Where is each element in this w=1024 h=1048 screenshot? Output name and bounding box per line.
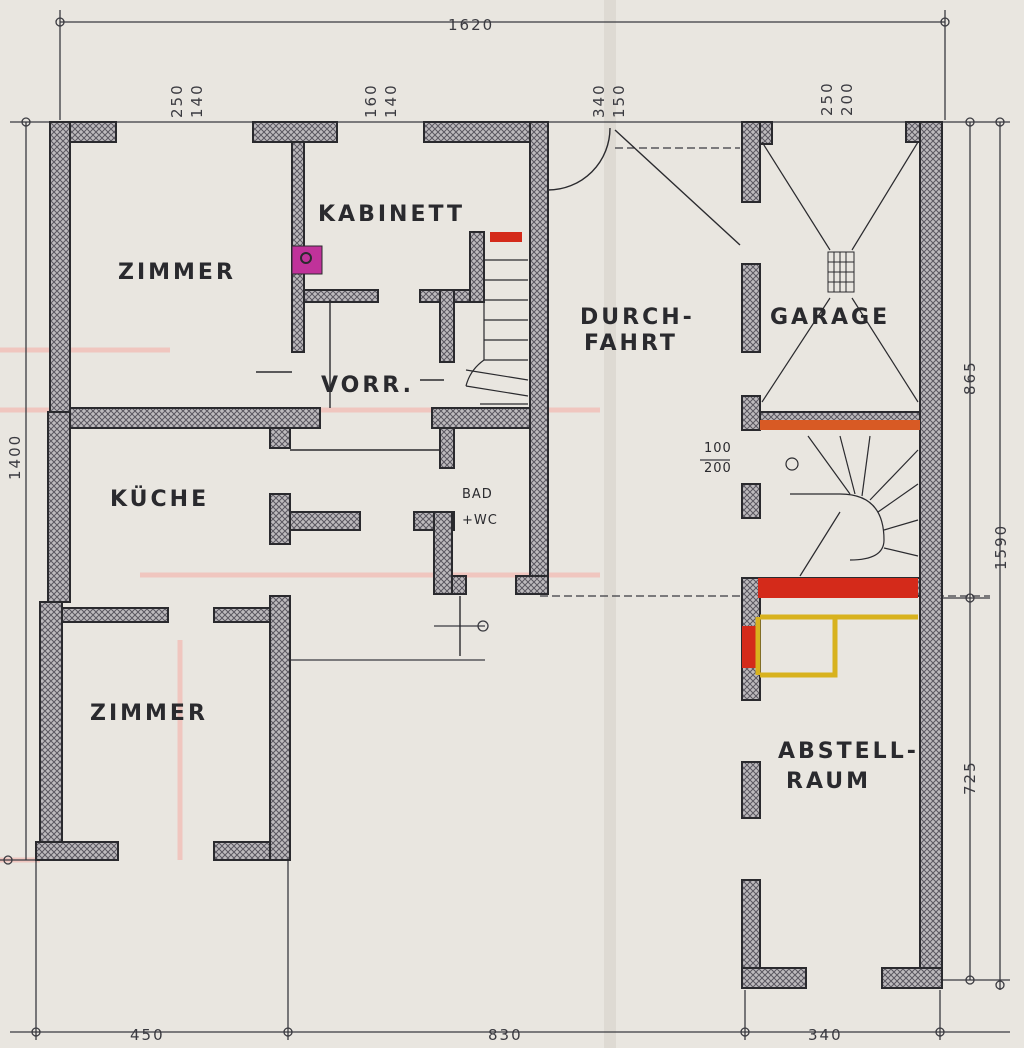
room-label-bad-2: +WC — [462, 513, 498, 528]
orange-wall-garage — [760, 420, 920, 430]
dim-garage-window-top: 250 — [818, 81, 836, 116]
dim-bottom-right: 340 — [808, 1026, 843, 1044]
red-lintel-stair — [490, 232, 522, 242]
dim-garage-window-bottom: 200 — [838, 81, 856, 116]
dimension-lines — [0, 10, 1010, 1040]
dimension-ticks — [3, 17, 1005, 1037]
dim-bottom-middle: 830 — [488, 1026, 523, 1044]
magenta-chimney — [291, 245, 323, 275]
red-wall-post — [742, 626, 758, 668]
dim-window-1-bottom: 140 — [188, 83, 206, 118]
room-label-abstellraum-2: RAUM — [786, 769, 871, 794]
dim-right-lower: 725 — [961, 760, 979, 795]
dim-window-2-top: 160 — [362, 83, 380, 118]
floor-drain — [827, 251, 855, 293]
red-wall-stair — [758, 578, 918, 598]
walls-house — [35, 121, 549, 861]
walls-garage — [741, 121, 943, 989]
dim-stair-top: 100 — [704, 441, 732, 456]
room-label-kueche: KÜCHE — [110, 486, 209, 512]
chimney-flue — [300, 252, 312, 264]
garage-stair — [785, 435, 919, 577]
dim-stair-bottom: 200 — [704, 461, 732, 476]
room-label-abstellraum-1: ABSTELL- — [778, 739, 919, 764]
dim-window-1-top: 250 — [168, 83, 186, 118]
room-label-kabinett: KABINETT — [318, 202, 465, 227]
dim-right-upper: 865 — [961, 360, 979, 395]
dim-bottom-left: 450 — [130, 1026, 165, 1044]
paper-fold — [604, 0, 616, 1048]
dim-top-total: 1620 — [448, 16, 494, 34]
garage-slope-lines — [761, 141, 919, 403]
door-swings — [256, 127, 741, 656]
dim-door-bottom: 150 — [610, 83, 628, 118]
room-label-durchfahrt-2: FAHRT — [584, 331, 678, 356]
dim-window-2-bottom: 140 — [382, 83, 400, 118]
room-label-bad-1: BAD — [462, 487, 493, 502]
dim-right-total: 1590 — [992, 524, 1010, 570]
room-label-durchfahrt-1: DURCH- — [580, 305, 695, 330]
dim-door-top: 340 — [590, 83, 608, 118]
room-label-zimmer-1: ZIMMER — [118, 260, 236, 285]
room-label-vorraum: VORR. — [321, 373, 414, 398]
room-label-garage: GARAGE — [770, 305, 890, 330]
room-label-zimmer-2: ZIMMER — [90, 701, 208, 726]
yellow-annex — [755, 614, 918, 678]
house-stair — [465, 259, 529, 405]
dim-left-total: 1400 — [6, 434, 24, 480]
